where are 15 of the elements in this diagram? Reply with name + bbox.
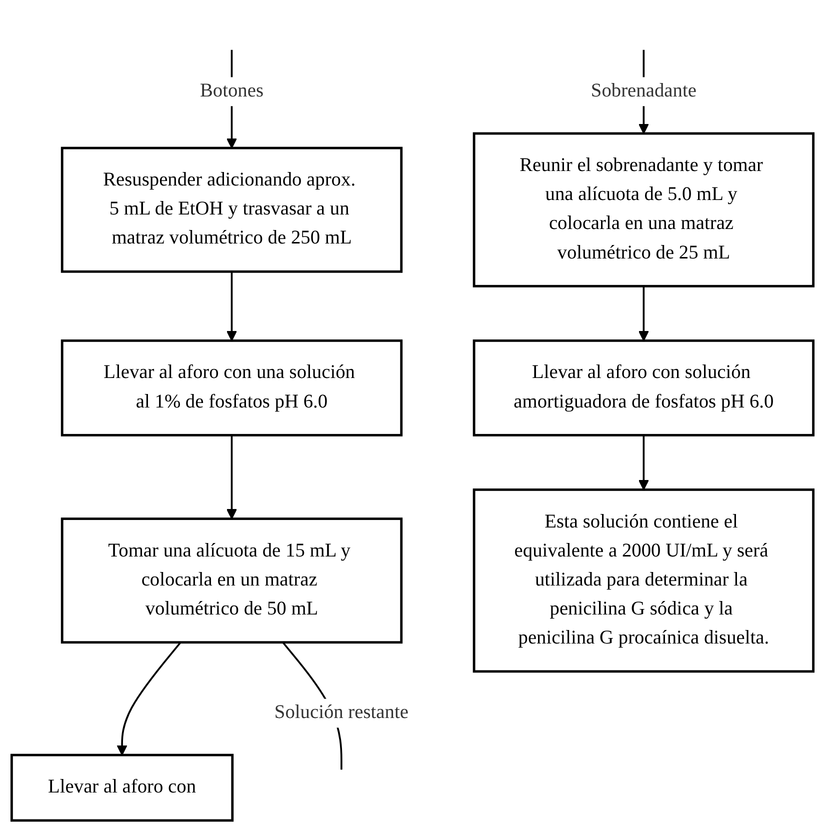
edge-label: Solución restante xyxy=(274,702,408,723)
edge-label: Botones xyxy=(200,80,264,102)
node-box: Tomar una alícuota de 15 mL y colocarla en un matraz volumétrico de 50 mL xyxy=(60,518,403,644)
node-box: Llevar al aforo con una solución al 1% de fosfatos pH 6.0 xyxy=(60,339,403,436)
node-box: Llevar al aforo con solución amortiguadora de fosfatos pH 6.0 xyxy=(472,339,815,436)
edge-label: Sobrenadante xyxy=(590,80,696,102)
arrow xyxy=(638,435,650,490)
arrow xyxy=(226,272,238,342)
arrow xyxy=(226,435,238,520)
node-box: Reunir el sobrenadante y tomar una alícuota de 5.0 mL y colocarla en una matraz volumétrico de 25 mL xyxy=(472,132,815,288)
arrow xyxy=(638,286,650,342)
arrow xyxy=(116,642,182,756)
node-box: Llevar al aforo con xyxy=(10,754,234,822)
node-box: Esta solución contiene el equivalente a 2000 UI/mL y será utilizada para determinar la penicilina G sódica y la penicilina G procaínica disuelta. xyxy=(472,488,815,673)
node-box: Resuspender adicionando aprox. 5 mL de EtOH y trasvasar a un matraz volumétrico de 250 mL xyxy=(60,146,403,273)
